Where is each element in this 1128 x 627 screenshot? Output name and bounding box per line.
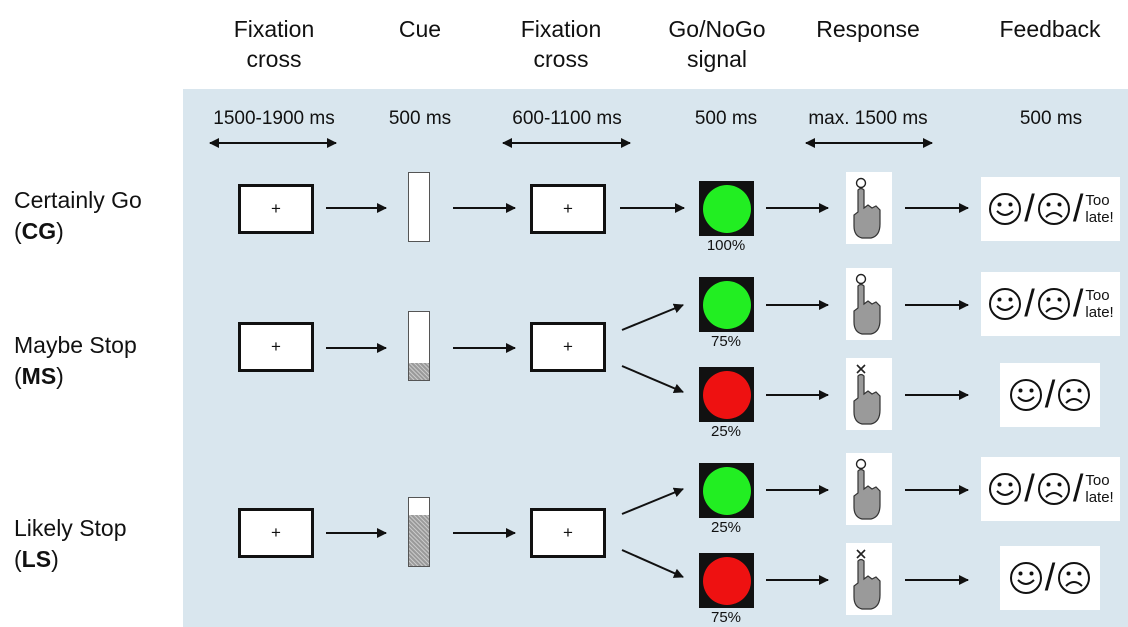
signal-probability: 75%: [710, 609, 742, 626]
fixation-box: +: [530, 508, 606, 558]
duration-signal: 500 ms: [694, 108, 758, 129]
duration-feedback: 500 ms: [1019, 108, 1083, 129]
cue-bar-cg: [408, 172, 430, 242]
signal-probability: 25%: [710, 519, 742, 536]
sad-face-icon: [1037, 288, 1070, 320]
signal-probability: 100%: [706, 237, 746, 254]
slash-separator: /: [1072, 188, 1084, 230]
slash-separator: /: [1072, 468, 1084, 510]
no-press-hand-icon: [846, 358, 892, 430]
duration-fixation-2: 600-1100 ms: [512, 108, 622, 129]
slash-separator: /: [1024, 283, 1035, 325]
condition-label-cg: Certainly Go(CG): [14, 187, 142, 244]
red-circle: [702, 370, 751, 419]
red-circle: [702, 556, 751, 605]
branch-arrow: [621, 549, 684, 578]
slash-separator: /: [1072, 283, 1084, 325]
fixation-box: +: [238, 508, 314, 558]
happy-face-icon: [1009, 562, 1042, 594]
fixation-box: +: [238, 184, 314, 234]
header-cue: Cue: [398, 16, 442, 42]
task-panel: [183, 89, 1128, 627]
go-signal: [699, 463, 754, 518]
happy-face-icon: [1009, 379, 1042, 411]
cue-bar-ms: [408, 311, 430, 381]
green-circle: [702, 280, 751, 329]
duration-response: max. 1500 ms: [808, 108, 928, 129]
press-hand-icon: [846, 172, 892, 244]
header-feedback: Feedback: [999, 16, 1101, 42]
sad-face-icon: [1058, 562, 1091, 594]
branch-arrow: [621, 365, 684, 394]
go-signal: [699, 181, 754, 236]
press-hand-icon: [846, 268, 892, 340]
feedback-simple: /: [1000, 363, 1100, 427]
slash-separator: /: [1044, 557, 1056, 599]
sad-face-icon: [1058, 379, 1091, 411]
condition-label-ms: Maybe Stop(MS): [14, 332, 137, 389]
green-circle: [702, 466, 751, 515]
duration-fixation-1: 1500-1900 ms: [213, 108, 335, 129]
sad-face-icon: [1037, 473, 1070, 505]
fixation-box: +: [238, 322, 314, 372]
sad-face-icon: [1037, 193, 1070, 225]
signal-probability: 75%: [710, 333, 742, 350]
condition-label-ls: Likely Stop(LS): [14, 515, 127, 572]
no-press-hand-icon: [846, 543, 892, 615]
happy-face-icon: [989, 288, 1022, 320]
happy-face-icon: [989, 193, 1022, 225]
feedback-simple: /: [1000, 546, 1100, 610]
header-response: Response: [816, 16, 920, 42]
cue-fill: [409, 515, 429, 566]
signal-probability: 25%: [710, 423, 742, 440]
nogo-signal: [699, 367, 754, 422]
fixation-box: +: [530, 184, 606, 234]
slash-separator: /: [1044, 374, 1056, 416]
nogo-signal: [699, 553, 754, 608]
cue-fill: [409, 363, 429, 380]
slash-separator: /: [1024, 188, 1035, 230]
press-hand-icon: [846, 453, 892, 525]
slash-separator: /: [1024, 468, 1035, 510]
duration-cue: 500 ms: [388, 108, 452, 129]
cue-bar-ls: [408, 497, 430, 567]
fixation-box: +: [530, 322, 606, 372]
go-signal: [699, 277, 754, 332]
branch-arrow: [621, 303, 684, 331]
branch-arrow: [621, 487, 684, 515]
happy-face-icon: [989, 473, 1022, 505]
green-circle: [702, 184, 751, 233]
